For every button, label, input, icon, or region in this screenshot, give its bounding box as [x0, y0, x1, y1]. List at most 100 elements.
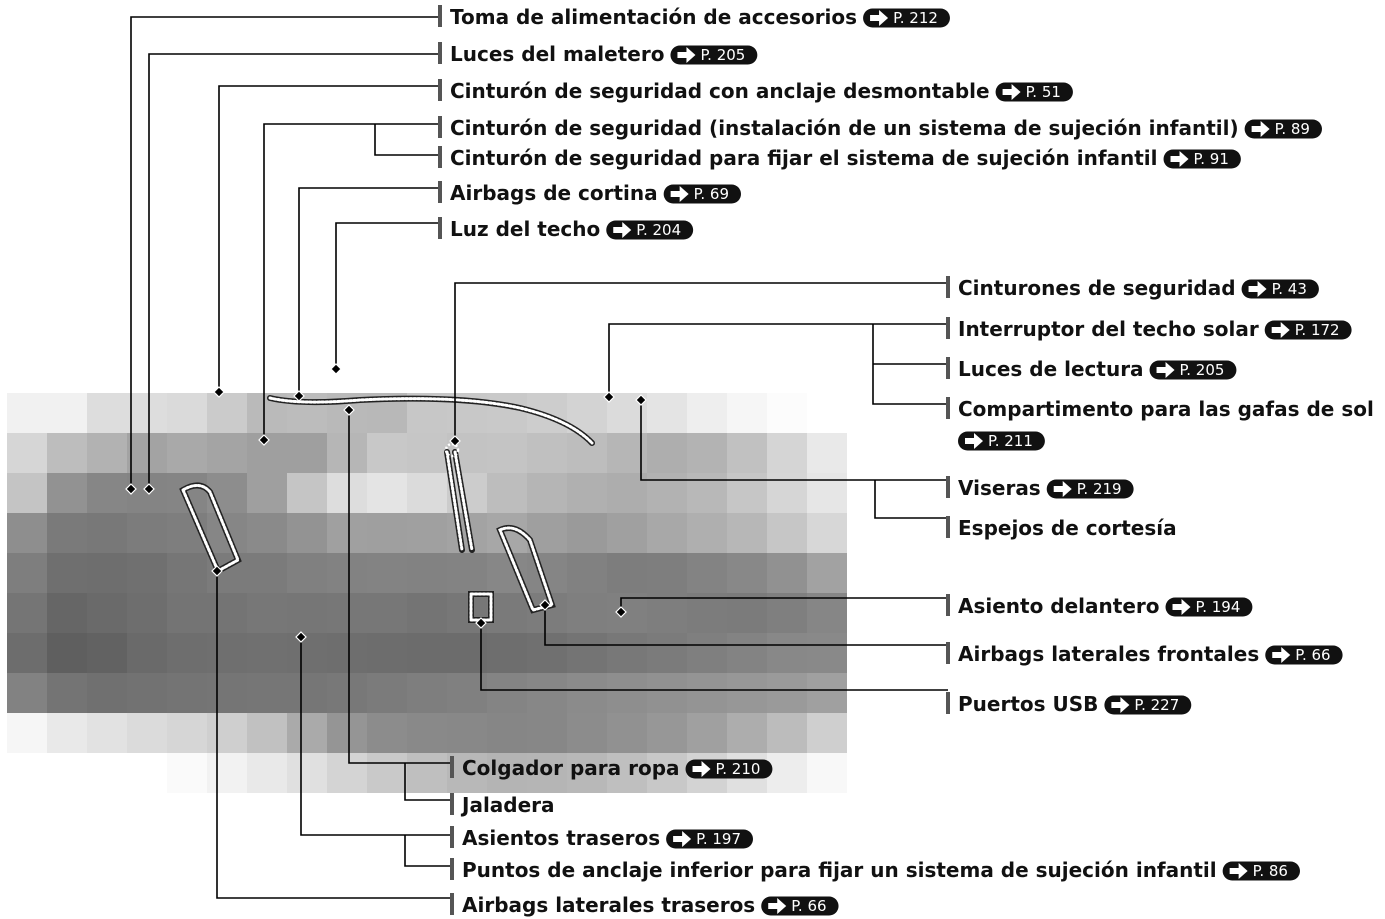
image-tile — [727, 673, 767, 713]
image-tile — [87, 433, 127, 473]
image-tile — [167, 633, 207, 673]
page-ref-badge[interactable]: P. 210 — [685, 759, 773, 779]
image-tile — [567, 513, 607, 553]
image-tile — [647, 433, 687, 473]
image-tile — [407, 673, 447, 713]
page-ref-badge[interactable]: P. 69 — [663, 184, 741, 204]
image-tile — [207, 353, 247, 393]
page-ref-badge[interactable]: P. 205 — [1149, 360, 1237, 380]
label-text: Asientos traseros — [462, 826, 660, 850]
label-text: Cinturón de seguridad para fijar el sist… — [450, 146, 1158, 170]
image-tile — [647, 553, 687, 593]
image-tile — [127, 753, 167, 793]
page-ref-badge[interactable]: P. 211 — [958, 431, 1045, 451]
image-tile — [607, 713, 647, 753]
image-tile — [207, 673, 247, 713]
page-ref-badge[interactable]: P. 91 — [1163, 149, 1241, 169]
page-ref-badge[interactable]: P. 194 — [1165, 597, 1253, 617]
image-tile — [407, 513, 447, 553]
image-tile — [727, 513, 767, 553]
page-ref-badge[interactable]: P. 197 — [666, 829, 753, 849]
image-tile — [687, 353, 727, 393]
page-ref-badge[interactable]: P. 89 — [1244, 119, 1322, 139]
page-ref-badge[interactable]: P. 172 — [1264, 320, 1352, 340]
label-marker — [438, 79, 442, 101]
image-tile — [487, 353, 527, 393]
page-ref-badge[interactable]: P. 205 — [670, 45, 758, 65]
page-ref-text: P. 43 — [1272, 280, 1307, 298]
page-ref-badge[interactable]: P. 219 — [1046, 479, 1134, 499]
diamond-icon — [293, 390, 305, 402]
label-marker — [946, 317, 950, 339]
page-ref-badge[interactable]: P. 43 — [1241, 279, 1319, 299]
image-tile — [687, 393, 727, 433]
image-tile — [607, 593, 647, 633]
image-tile — [687, 553, 727, 593]
image-tile — [647, 393, 687, 433]
image-tile — [727, 713, 767, 753]
label-marker — [946, 397, 950, 419]
page-ref-text: P. 194 — [1196, 598, 1241, 616]
image-tile — [447, 713, 487, 753]
image-tile — [247, 473, 287, 513]
image-tile — [327, 633, 367, 673]
image-tile — [407, 753, 447, 793]
image-tile — [807, 433, 847, 473]
image-tile — [807, 473, 847, 513]
page-ref-badge[interactable]: P. 66 — [1265, 645, 1343, 665]
image-tile — [367, 753, 407, 793]
arrow-right-icon — [870, 10, 889, 26]
image-tile — [127, 353, 167, 393]
image-tile — [7, 473, 47, 513]
image-tile — [727, 393, 767, 433]
image-tile — [487, 673, 527, 713]
arrow-right-icon — [1271, 322, 1290, 338]
image-tile — [47, 713, 87, 753]
image-tile — [127, 473, 167, 513]
image-tile — [407, 433, 447, 473]
leader-lines — [130, 16, 948, 899]
diamond-icon — [603, 391, 615, 403]
arrow-right-icon — [673, 831, 692, 847]
image-tile — [487, 713, 527, 753]
label-belt-child-install: Cinturón de seguridad (instalación de un… — [438, 116, 1322, 140]
page-ref-badge[interactable]: P. 204 — [606, 220, 694, 240]
page-ref-text: P. 210 — [716, 760, 761, 778]
label-marker — [438, 181, 442, 203]
image-tile — [247, 753, 287, 793]
label-text: Cinturón de seguridad (instalación de un… — [450, 116, 1239, 140]
image-tile — [287, 433, 327, 473]
diamond-icon — [449, 435, 461, 447]
image-tile — [167, 353, 207, 393]
label-text: Espejos de cortesía — [958, 516, 1177, 540]
label-text: Viseras — [958, 476, 1041, 500]
page-ref-badge[interactable]: P. 66 — [761, 896, 839, 916]
image-tile — [287, 633, 327, 673]
label-marker — [946, 357, 950, 379]
diamond-icon — [330, 363, 342, 375]
image-tile — [207, 713, 247, 753]
page-ref-text: P. 66 — [1295, 646, 1330, 664]
image-tile — [527, 753, 567, 793]
page-ref-badge[interactable]: P. 227 — [1104, 695, 1192, 715]
label-marker — [450, 858, 454, 880]
image-tile — [767, 753, 807, 793]
page-ref-badge[interactable]: P. 51 — [995, 82, 1073, 102]
page-ref-badge[interactable]: P. 86 — [1222, 861, 1300, 881]
page-ref-badge[interactable]: P. 212 — [863, 8, 950, 28]
image-tile — [87, 673, 127, 713]
label-text: Interruptor del techo solar — [958, 317, 1259, 341]
diamond-icon — [635, 394, 647, 406]
image-tile — [47, 633, 87, 673]
page-ref-text: P. 205 — [1180, 361, 1225, 379]
arrow-right-icon — [1111, 697, 1130, 713]
image-tile — [367, 473, 407, 513]
